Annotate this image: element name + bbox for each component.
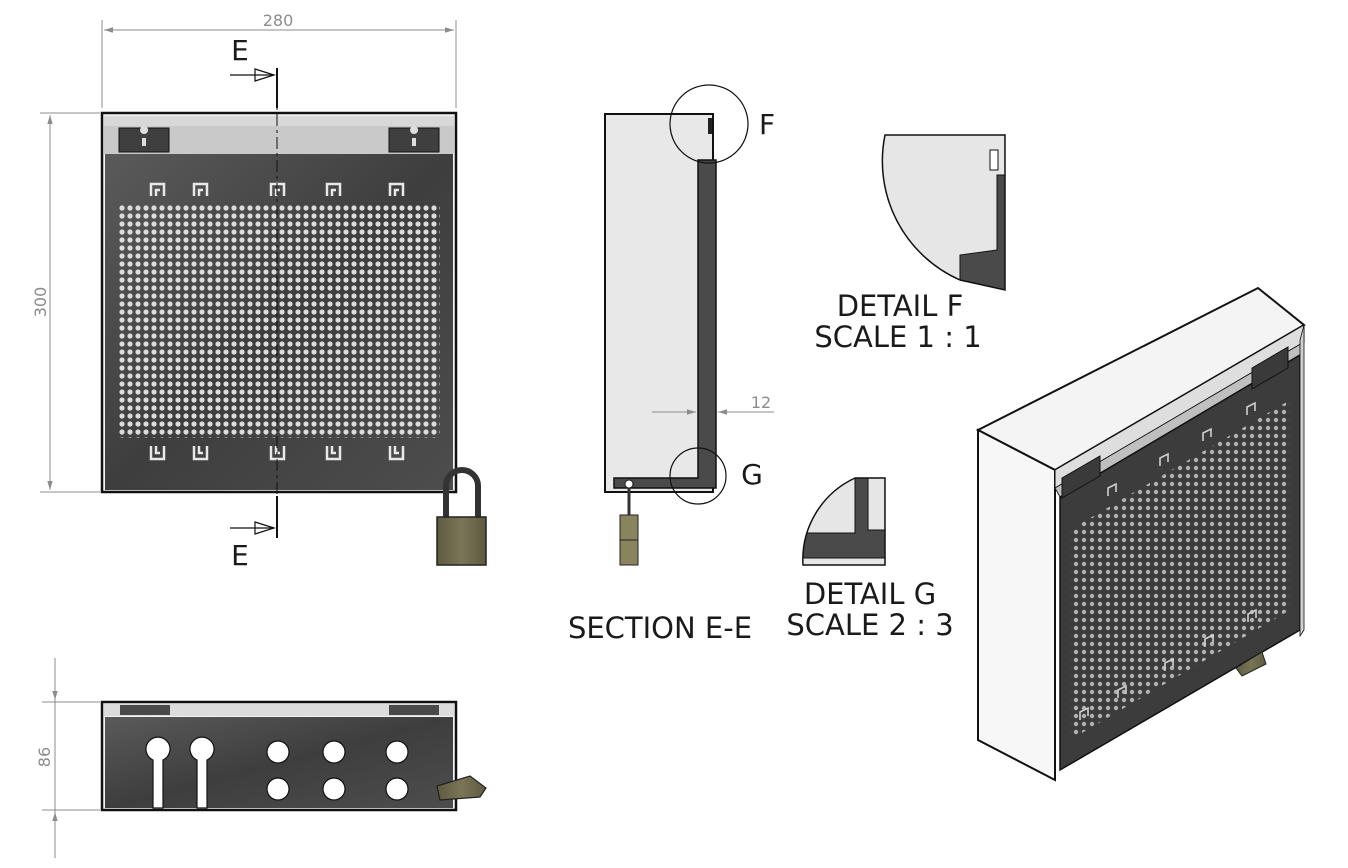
section-marker-bottom: E bbox=[231, 539, 249, 572]
detail-f: DETAIL F SCALE 1 : 1 bbox=[814, 134, 1006, 354]
detail-f-title: DETAIL F bbox=[837, 289, 964, 323]
section-caption: SECTION E-E bbox=[568, 611, 752, 645]
depth-dimension: 86 bbox=[35, 747, 54, 767]
detail-f-scale: SCALE 1 : 1 bbox=[814, 320, 981, 354]
detail-g: DETAIL G SCALE 2 : 3 bbox=[786, 477, 954, 642]
detail-marker-g: G bbox=[741, 458, 763, 491]
detail-g-scale: SCALE 2 : 3 bbox=[786, 608, 953, 642]
height-dimension: 300 bbox=[31, 287, 50, 318]
front-view: 280 300 bbox=[31, 11, 487, 572]
width-dimension: 280 bbox=[263, 11, 294, 30]
section-view: F G 12 SECTION E-E bbox=[568, 84, 775, 645]
detail-g-title: DETAIL G bbox=[804, 577, 936, 611]
bottom-view: 86 bbox=[35, 658, 487, 858]
section-marker-top: E bbox=[231, 34, 249, 67]
padlock-icon bbox=[436, 467, 487, 566]
detail-marker-f: F bbox=[759, 108, 775, 141]
isometric-view bbox=[975, 286, 1306, 782]
offset-dimension: 12 bbox=[751, 393, 771, 412]
